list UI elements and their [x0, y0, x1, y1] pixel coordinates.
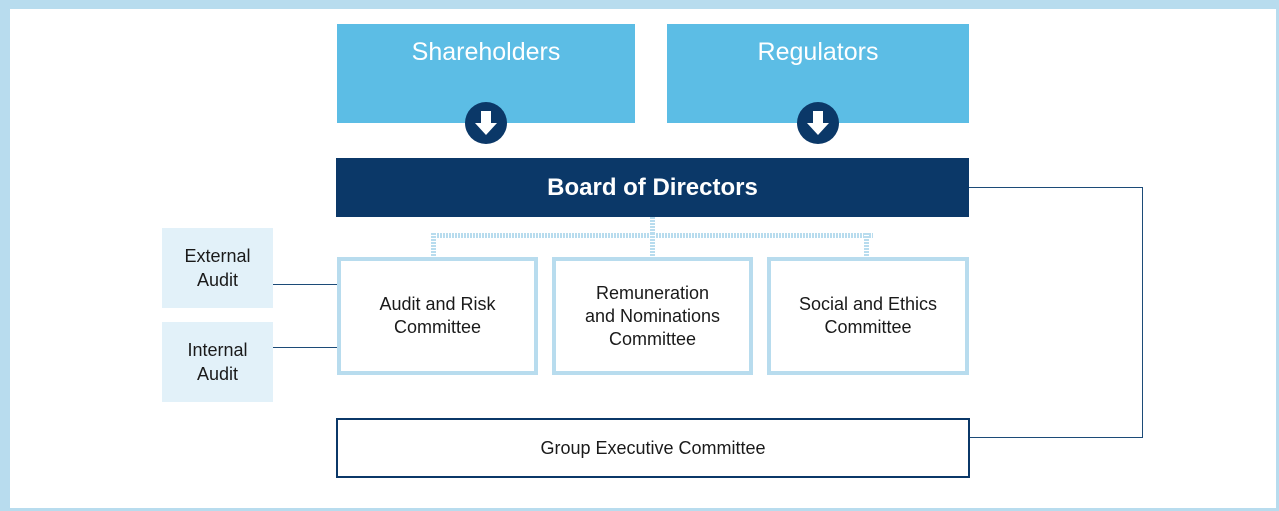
committee-label-line: and Nominations	[584, 305, 721, 326]
external-audit-box: External Audit	[162, 228, 273, 308]
external-audit-label-line: External	[184, 246, 251, 266]
committee-connector-middle	[650, 233, 655, 257]
internal-audit-label-line: Audit	[196, 364, 239, 384]
remuneration-nominations-committee-box: Remuneration and Nominations Committee	[552, 257, 753, 375]
internal-audit-label-line: Internal	[187, 340, 248, 360]
shareholders-label: Shareholders	[411, 38, 561, 66]
internal-audit-connector	[273, 347, 337, 348]
committee-connector-left	[431, 233, 436, 257]
committee-label-line: Committee	[608, 328, 697, 349]
committee-label-line: Remuneration	[595, 282, 710, 303]
arrow-down-icon	[797, 102, 839, 144]
committee-connector-right	[864, 233, 869, 257]
executive-label: Group Executive Committee	[540, 437, 766, 458]
board-executive-connector-bottom	[970, 437, 1143, 438]
external-audit-connector	[273, 284, 337, 285]
committee-label-line: Social and Ethics	[798, 294, 938, 314]
board-executive-connector-top	[969, 187, 1143, 188]
committee-label-line: Committee	[393, 317, 482, 337]
group-executive-committee-box: Group Executive Committee	[336, 418, 970, 478]
internal-audit-box: Internal Audit	[162, 322, 273, 402]
board-connector-vertical	[650, 217, 655, 233]
board-executive-connector-vertical	[1142, 187, 1143, 438]
external-audit-label-line: Audit	[196, 270, 239, 290]
board-label: Board of Directors	[547, 173, 758, 201]
committee-label-line: Audit and Risk	[379, 294, 496, 314]
arrow-down-icon	[465, 102, 507, 144]
board-of-directors-box: Board of Directors	[336, 158, 969, 217]
regulators-label: Regulators	[757, 38, 879, 66]
audit-risk-committee-box: Audit and Risk Committee	[337, 257, 538, 375]
social-ethics-committee-box: Social and Ethics Committee	[767, 257, 969, 375]
committee-label-line: Committee	[824, 317, 912, 337]
